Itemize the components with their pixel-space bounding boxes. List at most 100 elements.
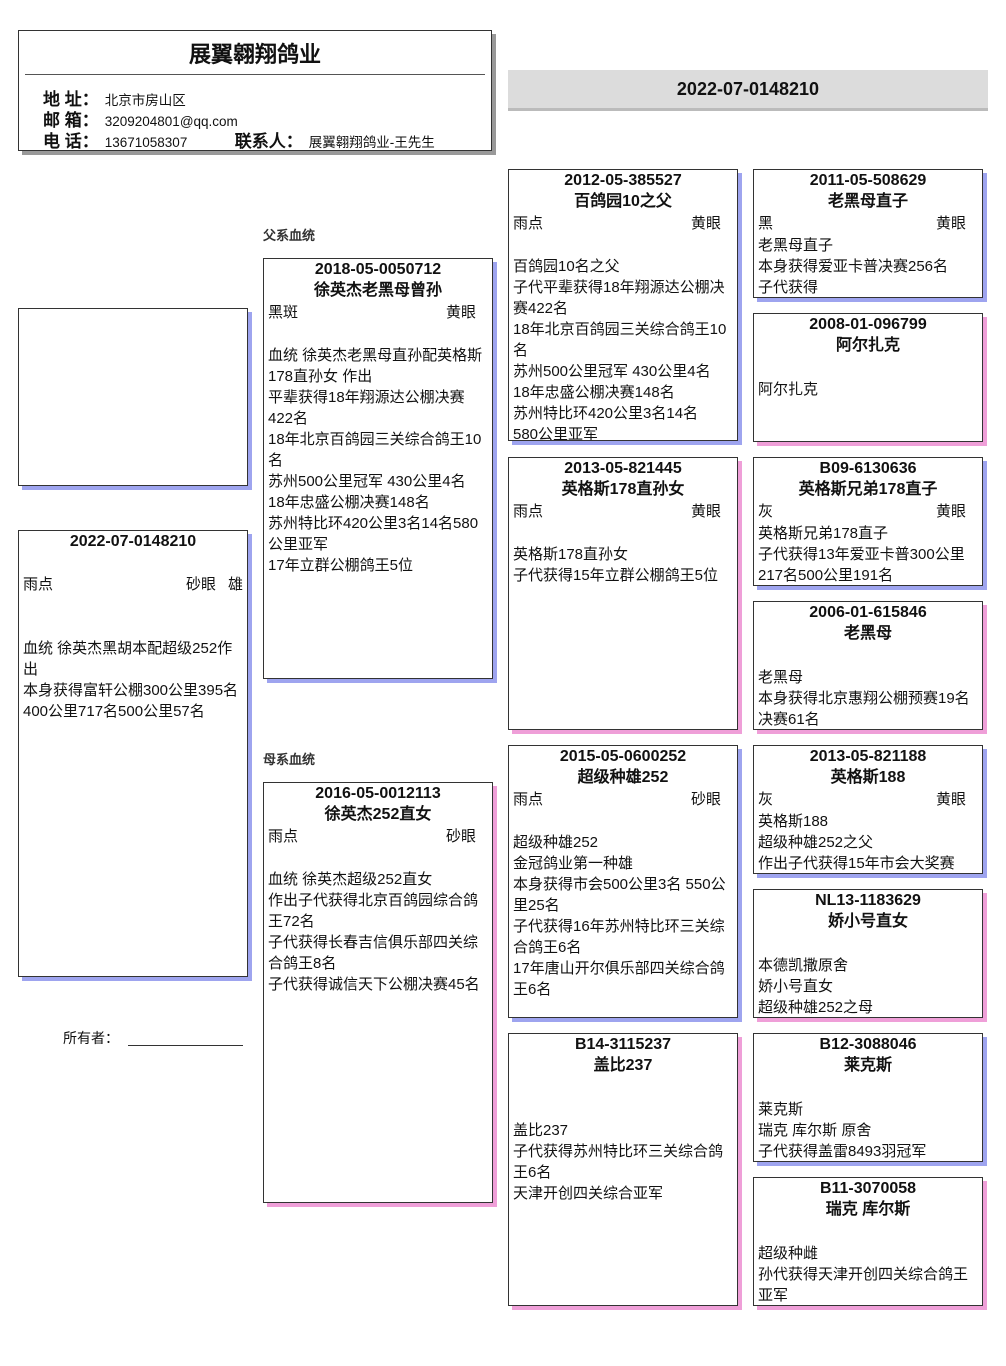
- achievement-line: 作出子代获得15年市会大奖赛: [758, 855, 955, 872]
- color-eye-row: [758, 644, 978, 667]
- ring-number: 2008-01-096799: [809, 316, 927, 333]
- spacer: [268, 848, 488, 869]
- color-eye-row: 黑黄眼: [758, 212, 978, 235]
- achievement-line: 老黑母直子: [758, 237, 834, 254]
- achievement-line: 子代平辈获得18年翔源达公棚决赛422名: [513, 279, 725, 317]
- achievement-line: 子代获得15年立群公棚鸽王5位: [513, 567, 719, 584]
- eye-type: 砂眼: [445, 828, 476, 845]
- feather-color: 雨点: [513, 791, 544, 808]
- spacer: [513, 235, 733, 256]
- feather-color: [758, 1076, 966, 1099]
- achievement-line: 超级种雄252之母: [758, 999, 874, 1016]
- achievement-line: 子代获得长春吉信俱乐部四关综合鸽王8名: [268, 934, 479, 972]
- color-eye-row: [758, 356, 978, 379]
- achievement-line: 子代获得盖雷8493羽冠军: [758, 1143, 927, 1160]
- feather-color: 雨点: [513, 503, 544, 520]
- achievement-line: 老黑母: [758, 669, 804, 686]
- subject-ring-banner: 2022-07-0148210: [508, 70, 988, 108]
- color-eye-row: [513, 1076, 733, 1099]
- spacer: [513, 811, 733, 832]
- achievement-line: 盖比237: [513, 1122, 569, 1139]
- pigeon-name: 徐英杰老黑母曾孙: [313, 282, 442, 299]
- sire-line-label: 父系血统: [263, 228, 316, 243]
- spacer: [513, 1099, 733, 1120]
- ring-number: B14-3115237: [574, 1036, 672, 1053]
- eye-type: 黄眼: [690, 215, 721, 232]
- achievement-line: 孙代获得天津开创四关综合鸽王亚军: [758, 1266, 969, 1304]
- feather-color: 雨点: [23, 576, 54, 593]
- achievement-line: 超级种雄252: [513, 834, 599, 851]
- achievement-line: 18年忠盛公棚决赛148名: [513, 384, 675, 401]
- achievement-line: 百鸽园10名之父: [513, 258, 620, 275]
- achievement-line: 超级种雌: [758, 1245, 819, 1262]
- feather-color: [758, 644, 966, 667]
- ring-number: B09-6130636: [819, 460, 917, 477]
- achievement-line: 超级种雄252之父: [758, 834, 874, 851]
- eye-type: 黄眼: [690, 503, 721, 520]
- owner-label: 所有者：: [63, 1030, 119, 1046]
- pigeon-name: 瑞克 库尔斯: [825, 1201, 911, 1218]
- eye-type: 黄眼: [445, 304, 476, 321]
- eye-type: 砂眼: [185, 576, 216, 593]
- achievement-line: 18年北京百鸽园三关综合鸽王10名: [513, 321, 727, 359]
- ring-number: 2022-07-0148210: [69, 533, 197, 550]
- spacer: [23, 596, 243, 617]
- pigeon-name: 莱克斯: [843, 1057, 892, 1074]
- achievement-line: 英格斯兄弟178直子: [758, 525, 889, 542]
- loft-title: 展翼翱翔鸽业: [188, 42, 321, 67]
- feather-color: 黑: [758, 215, 774, 232]
- dam-line-label: 母系血统: [263, 752, 316, 767]
- achievement-line: 子代获得16年苏州特比环三关综合鸽王6名: [513, 918, 725, 956]
- pigeon-name: 英格斯兄弟178直子: [798, 481, 938, 498]
- divider: [25, 74, 485, 75]
- achievement-line: 本德凯撒原舍: [758, 957, 849, 974]
- feather-color: 雨点: [268, 828, 299, 845]
- pigeon-name: 老黑母直子: [827, 193, 908, 210]
- achievement-line: 莱克斯: [758, 1101, 804, 1118]
- feather-color: 雨点: [513, 215, 544, 232]
- feather-color: 灰: [758, 503, 774, 520]
- achievement-line: 本身获得市会500公里3名 550公里25名: [513, 876, 726, 914]
- spacer: [513, 523, 733, 544]
- achievement-line: 英格斯188: [758, 813, 829, 830]
- color-eye-row: 雨点 砂眼: [268, 825, 488, 848]
- color-eye-row: 雨点 黄眼: [513, 500, 733, 523]
- email-label: 邮 箱：: [43, 111, 99, 130]
- ring-number: NL13-1183629: [815, 892, 921, 909]
- achievement-line: 瑞克 库尔斯 原舍: [758, 1122, 872, 1139]
- owner-signature-line: [128, 1045, 243, 1046]
- achievement-line: 苏州500公里冠军 430公里4名: [268, 473, 466, 490]
- pigeon-name: 盖比237: [593, 1057, 653, 1074]
- color-eye-row: 灰黄眼: [758, 788, 978, 811]
- achievement-line: 18年北京百鸽园三关综合鸽王10名: [268, 431, 482, 469]
- loft-header: 展翼翱翔鸽业 地 址：北京市房山区 邮 箱：3209204801@qq.com …: [18, 30, 492, 151]
- achievement-line: 血统 徐英杰超级252直女: [268, 871, 433, 888]
- achievement-line: 血统 徐英杰老黑母直孙配英格斯178直孙女 作出: [268, 347, 483, 385]
- pigeon-name: 百鸽园10之父: [574, 193, 672, 210]
- achievement-line: 平辈获得18年翔源达公棚决赛422名: [268, 389, 465, 427]
- feather-color: [758, 1220, 966, 1243]
- achievement-line: 英格斯178直孙女: [513, 546, 629, 563]
- pigeon-name: [23, 552, 243, 573]
- feather-color: [513, 1076, 721, 1099]
- pigeon-name: 超级种雄252: [577, 769, 669, 786]
- ring-number: 2011-05-508629: [809, 172, 927, 189]
- ring-number: 2006-01-615846: [809, 604, 927, 621]
- sex: 雄: [227, 576, 243, 593]
- color-eye-row: 雨点 砂眼雄: [23, 573, 243, 596]
- ring-number: 2018-05-0050712: [314, 261, 442, 278]
- achievement-line: 娇小号直女: [758, 978, 834, 995]
- feather-color: 黑斑: [268, 304, 299, 321]
- achievement-line: 本身获得富轩公棚300公里395名400公里717名500公里57名: [23, 682, 239, 720]
- pigeon-name: 娇小号直女: [827, 913, 908, 930]
- achievement-line: 子代获得苏州特比环三关综合鸽王6名: [513, 1143, 724, 1181]
- achievement-line: 苏州500公里冠军 430公里4名: [513, 363, 711, 380]
